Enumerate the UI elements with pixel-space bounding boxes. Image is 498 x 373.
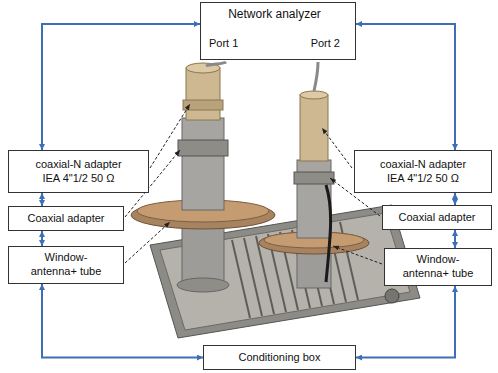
adapter-box: coaxial-N adapter IEA 4"1/2 50 Ω: [8, 150, 149, 193]
signal-arrow: [356, 286, 455, 358]
adapter-box: Coaxial adapter: [8, 206, 124, 231]
leader-line: [125, 104, 382, 264]
signal-arrow: [42, 24, 200, 150]
box-label: coaxial-N adapter IEA 4"1/2 50 Ω: [27, 158, 130, 186]
right-antenna: [259, 91, 369, 288]
instrument-box: Network analyzerPort 1 Port 2: [200, 2, 356, 60]
signal-arrow: [41, 193, 43, 206]
port-label: Port 2: [311, 37, 340, 51]
signal-arrow: [41, 231, 43, 246]
box-label: Network analyzer: [228, 7, 321, 22]
conditioning-box: Conditioning box: [203, 345, 356, 370]
port-label: Port 1: [209, 37, 238, 51]
signal-arrow: [42, 284, 203, 358]
left-antenna: [131, 63, 275, 292]
adapter-box: coaxial-N adapter IEA 4"1/2 50 Ω: [354, 150, 492, 193]
box-label: coaxial-N adapter IEA 4"1/2 50 Ω: [372, 158, 474, 186]
box-label: Conditioning box: [239, 351, 321, 365]
signal-arrow: [454, 230, 456, 248]
antenna-box: Window- antenna+ tube: [8, 246, 124, 284]
box-label: Window- antenna+ tube: [396, 253, 480, 281]
antenna-box: Window- antenna+ tube: [384, 248, 492, 286]
box-label: Window- antenna+ tube: [24, 251, 108, 279]
signal-arrow: [454, 193, 456, 205]
port-cable: [206, 62, 318, 91]
box-label: Coaxial adapter: [398, 211, 475, 225]
adapter-box: Coaxial adapter: [382, 205, 492, 230]
signal-arrow: [356, 24, 455, 150]
box-label: Coaxial adapter: [27, 212, 104, 226]
